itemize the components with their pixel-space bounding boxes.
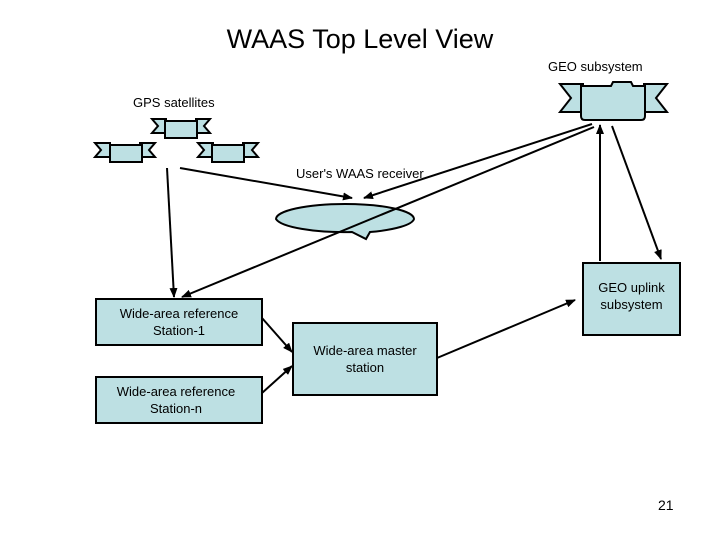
- master-station-label: Wide-area master station: [293, 336, 437, 382]
- geo-satellite-icon: [557, 81, 670, 121]
- geo-uplink-line1: GEO uplink: [598, 280, 665, 295]
- user-receiver-shape: [274, 203, 416, 241]
- user-receiver-label: User's WAAS receiver: [296, 166, 424, 181]
- page-number: 21: [658, 497, 674, 513]
- ref-station-1-box: [95, 298, 263, 346]
- master-station-line1: Wide-area master: [313, 343, 417, 358]
- geo-uplink-label: GEO uplink subsystem: [583, 273, 680, 319]
- geo-uplink-line2: subsystem: [600, 297, 663, 312]
- gps-satellite-icon: [92, 142, 158, 163]
- slide-title-text: WAAS Top Level View: [226, 24, 494, 54]
- arrow-geo-to-receiver: [363, 123, 593, 200]
- master-station-box: [292, 322, 438, 396]
- arrow-geo-to-uplink: [611, 125, 662, 260]
- ref-station-1-label: Wide-area reference Station-1: [96, 299, 262, 345]
- arrow-master-to-uplink: [436, 299, 576, 359]
- gps-satellite-icon: [149, 118, 213, 139]
- ref-station-n-line1: Wide-area reference: [116, 384, 236, 399]
- geo-subsystem-label: GEO subsystem: [548, 59, 643, 74]
- ref-station-1-line2: Station-1: [152, 323, 206, 338]
- arrow-geo-to-ref1: [181, 126, 595, 298]
- arrow-gps-to-ref1: [166, 167, 178, 298]
- ref-station-n-box: [95, 376, 263, 424]
- ref-station-1-line1: Wide-area reference: [119, 306, 239, 321]
- ref-station-n-label: Wide-area reference Station-n: [96, 377, 256, 423]
- arrow-gps-to-receiver: [179, 167, 353, 201]
- ref-station-n-line2: Station-n: [149, 401, 203, 416]
- gps-satellite-icon: [195, 142, 261, 163]
- geo-uplink-box: [582, 262, 681, 336]
- arrow-ref1-to-master: [261, 317, 293, 353]
- gps-satellites-label: GPS satellites: [133, 95, 215, 110]
- slide-title: WAAS Top Level View: [0, 24, 720, 55]
- arrow-refn-to-master: [261, 365, 293, 394]
- master-station-line2: station: [345, 360, 385, 375]
